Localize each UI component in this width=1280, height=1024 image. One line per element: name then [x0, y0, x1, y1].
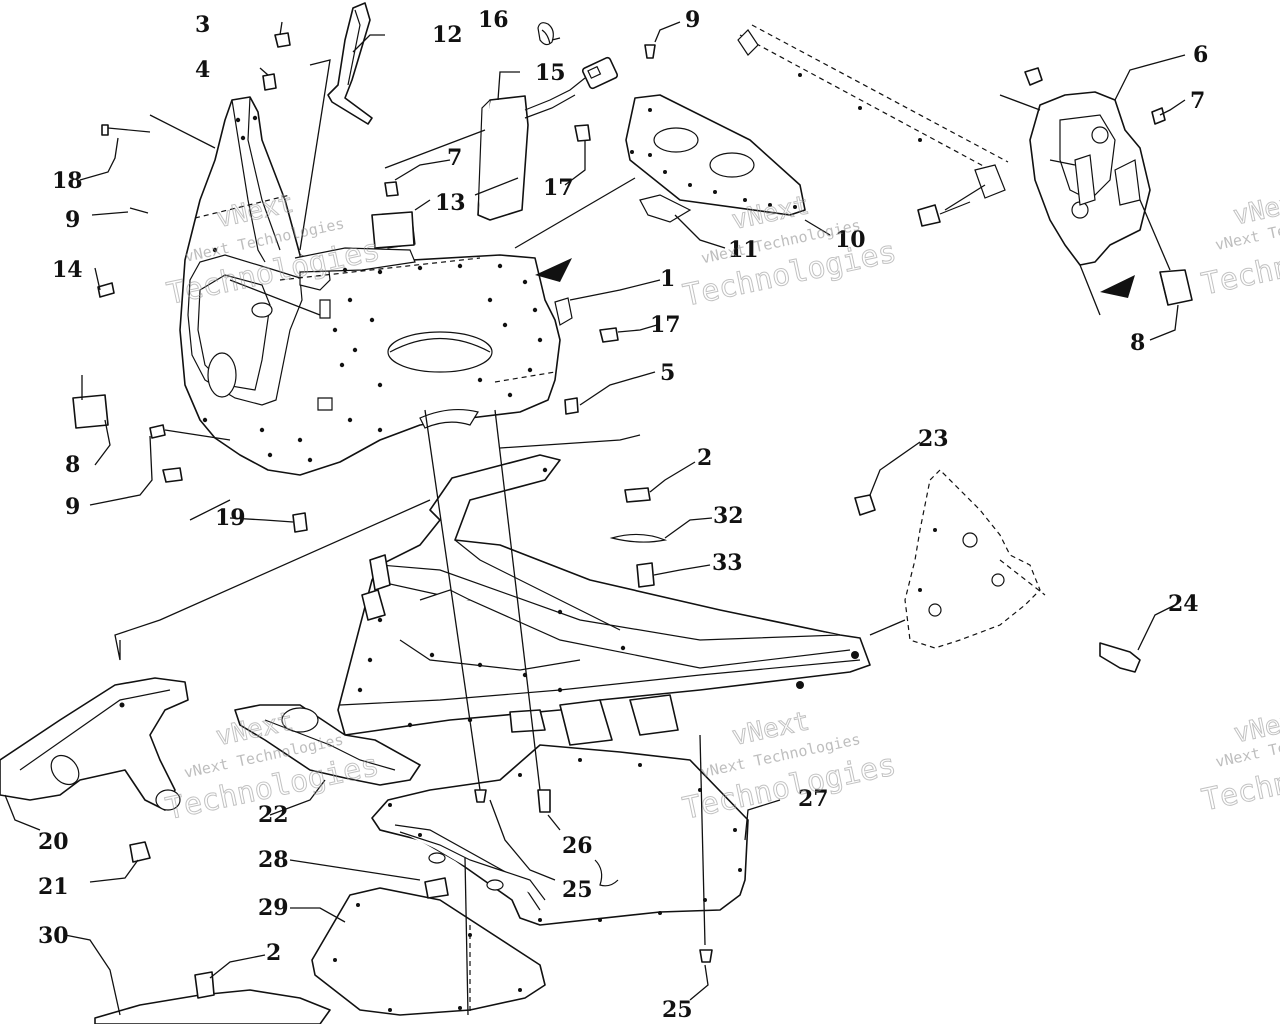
clip-part-16	[537, 22, 554, 46]
watermark: vNext vNext Technologies Technologies	[679, 706, 899, 827]
callout-9: 9	[65, 494, 80, 520]
callout-2: 2	[266, 940, 281, 966]
front-bulkhead-part	[179, 96, 573, 476]
arrow-marker	[1100, 275, 1135, 298]
callout-14: 14	[52, 257, 83, 283]
callout-20: 20	[38, 829, 69, 855]
watermark: vNext vNext Technologies Technologies	[1198, 185, 1280, 303]
callout-15: 15	[535, 60, 566, 86]
callout-26: 26	[562, 833, 593, 859]
callout-10: 10	[835, 227, 866, 253]
callout-27: 27	[798, 786, 829, 812]
bracket-part-12	[327, 2, 373, 125]
bracket-part-30	[94, 989, 331, 1024]
watermark-group: vNext vNext Technologies Technologies vN…	[162, 185, 1280, 827]
callout-17: 17	[650, 312, 681, 338]
callout-1: 1	[660, 266, 675, 292]
callout-11: 11	[728, 237, 759, 263]
hardware-small-parts	[72, 32, 713, 999]
callout-3: 3	[195, 12, 210, 38]
hardware-top-right	[917, 67, 1193, 306]
callout-7: 7	[1190, 88, 1205, 114]
plate-part-10	[625, 94, 806, 223]
callout-24: 24	[1168, 591, 1199, 617]
callout-30: 30	[38, 923, 69, 949]
callout-8: 8	[65, 452, 80, 478]
callout-7: 7	[447, 145, 462, 171]
callout-12: 12	[432, 22, 463, 48]
callout-9: 9	[65, 207, 80, 233]
callout-33: 33	[712, 550, 743, 576]
callout-4: 4	[195, 57, 210, 83]
leader-lines	[4, 21, 1186, 1016]
skid-plate-part-27	[371, 744, 749, 926]
callout-18: 18	[52, 168, 83, 194]
callout-25: 25	[662, 997, 693, 1023]
callout-23: 23	[918, 426, 949, 452]
callout-32: 32	[713, 503, 744, 529]
callout-2: 2	[697, 445, 712, 471]
arrow-marker	[535, 258, 572, 282]
bracket-part-20	[0, 677, 189, 811]
callout-17: 17	[543, 175, 574, 201]
callout-13: 13	[435, 190, 466, 216]
callout-22: 22	[258, 802, 289, 828]
callout-8: 8	[1130, 330, 1145, 356]
rail-part	[737, 24, 1009, 199]
callout-19: 19	[215, 505, 246, 531]
watermark: vNext vNext Technologies Technologies	[1198, 703, 1280, 819]
callout-9: 9	[685, 7, 700, 33]
bracket-part-6	[1029, 91, 1151, 298]
callout-28: 28	[258, 847, 289, 873]
chassis-frame	[337, 454, 871, 746]
bracket-part-24	[854, 469, 1141, 673]
callout-29: 29	[258, 895, 289, 921]
bracket-part-22	[234, 704, 421, 786]
callout-25: 25	[562, 877, 593, 903]
plate-part-29	[311, 887, 546, 1016]
callout-5: 5	[660, 360, 675, 386]
callout-21: 21	[38, 874, 69, 900]
callout-labels: 3 4 12 16 9 15 6 7 18 7 17 9 13 11 10 14…	[38, 7, 1208, 1023]
callout-6: 6	[1193, 42, 1208, 68]
callout-16: 16	[478, 7, 509, 33]
